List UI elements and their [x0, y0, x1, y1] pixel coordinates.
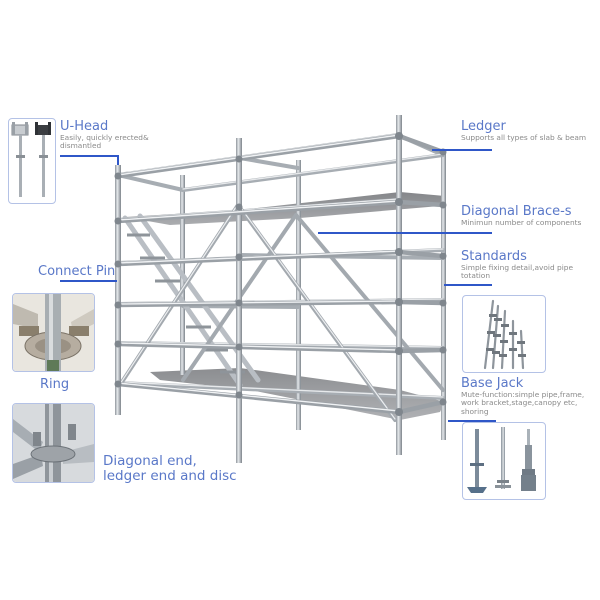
ledger-description: Supports all types of slab & beam [461, 133, 587, 142]
standards-description: Simple fixing detail,avoid pipe totation [461, 263, 574, 281]
base-jack-leader-line [448, 420, 496, 422]
u-head-title: U-Head [60, 119, 109, 134]
standards-leader-line [444, 284, 492, 286]
diagonal-braces-leader-line [318, 232, 492, 234]
ring-rosette-icon [13, 294, 94, 371]
base-jack-description-line1: Mute-function:simple pipe,frame, [461, 390, 585, 399]
connect-pin-leader-line [60, 280, 117, 282]
base-jack-description-line3: shoring [461, 406, 489, 416]
standards-title: Standards [461, 249, 527, 264]
u-head-leader-line [60, 155, 118, 157]
diagonal-end-title-line2: ledger end and disc [103, 468, 237, 484]
standards-description-line1: Simple fixing detail,avoid pipe [461, 263, 574, 272]
ring-title: Ring [40, 377, 70, 392]
base-jack-description-line2: work bracket,stage,canopy etc, [461, 398, 578, 408]
connect-pin-title: Connect Pin [38, 264, 116, 279]
u-head-leader-drop [117, 155, 119, 165]
ledger-leader-line [432, 149, 492, 151]
standards-thumbnail [462, 295, 546, 373]
base-jack-icon [467, 427, 536, 493]
diagonal-end-icon [13, 404, 94, 482]
standards-icon [483, 299, 526, 370]
standards-description-line2: totation [461, 271, 491, 281]
u-head-jack-icon [11, 122, 51, 197]
diagonal-end-thumbnail [12, 403, 95, 483]
ledger-title: Ledger [461, 119, 506, 134]
u-head-description-line2: dismantled [60, 141, 102, 151]
diagonal-braces-title: Diagonal Brace-s [461, 204, 572, 219]
diagonal-end-title: Diagonal end, ledger end and disc [103, 454, 237, 484]
u-head-description: Easily, quickly erected& dismantled [60, 133, 149, 151]
u-head-thumbnail [8, 118, 56, 204]
diagonal-end-title-line1: Diagonal end, [103, 453, 197, 469]
scaffold-drawing [114, 115, 447, 463]
scaffold-illustration [105, 110, 465, 470]
base-jack-title: Base Jack [461, 376, 524, 391]
u-head-description-line1: Easily, quickly erected& [60, 133, 149, 142]
ring-thumbnail [12, 293, 95, 372]
diagonal-braces-description: Minimun number of components [461, 218, 582, 227]
base-jack-description: Mute-function:simple pipe,frame, work br… [461, 390, 585, 416]
base-jack-thumbnail [462, 422, 546, 500]
